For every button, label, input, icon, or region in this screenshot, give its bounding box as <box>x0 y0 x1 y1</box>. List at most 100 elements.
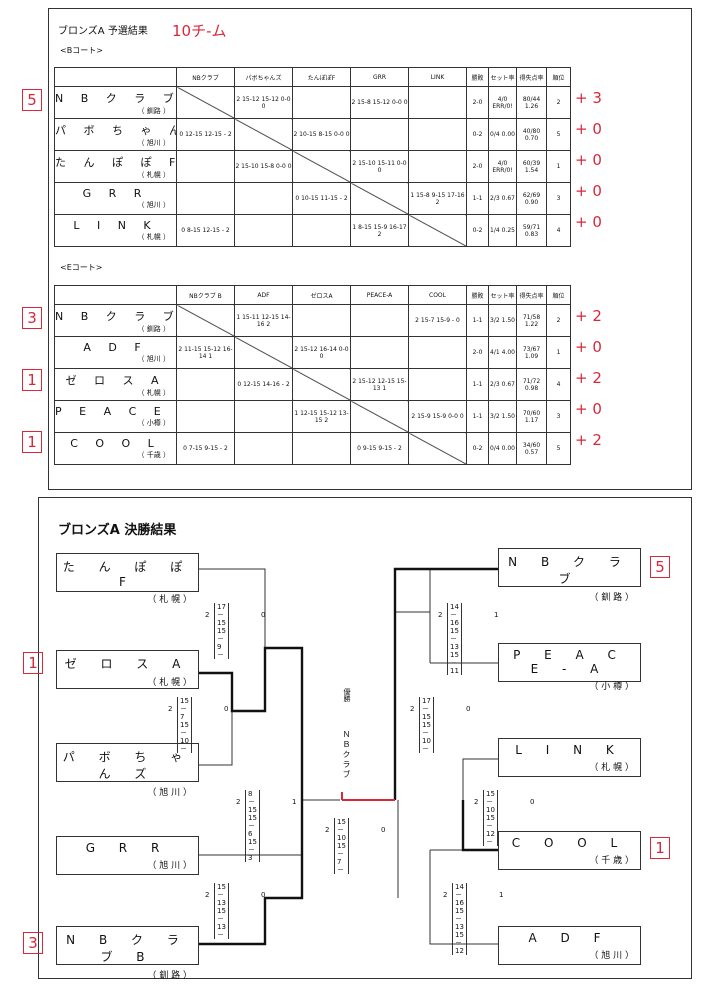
sets-won-left: 2 <box>205 611 210 619</box>
match-score-cell <box>408 150 467 183</box>
sets-won-left: 2 <box>443 891 448 899</box>
set-score: 15－13 <box>455 907 464 931</box>
set-score: 14－16 <box>450 603 459 627</box>
stat-cell: 5 <box>546 118 571 151</box>
team-city: （ 釧路 ） <box>137 106 170 115</box>
team-name: C O O L <box>70 437 161 450</box>
bracket-team-link: L I N K（ 札 幌 ） <box>498 738 641 777</box>
team-name-cell: N B ク ラ ブ（ 釧路 ） <box>54 86 177 119</box>
team-name: パ ボ ち ゃ ん ズ <box>55 123 176 137</box>
set-score: 15－7 <box>337 842 346 866</box>
cell-value: 2 15-8 15-12 0-0 0 <box>351 99 408 106</box>
handwritten-points: + 2 <box>575 307 602 325</box>
stat-cell: 80/44 1.26 <box>516 86 547 119</box>
stat-cell: 2 <box>546 304 571 337</box>
cell-value: 0-2 <box>472 445 483 452</box>
cell-value: 2 15-10 15-11 0-0 0 <box>352 159 407 174</box>
set-score: 8－15 <box>248 790 257 814</box>
stat-cell: 59/71 0.83 <box>516 214 547 247</box>
table-row: パ ボ ち ゃ ん ズ（ 旭川 ）0 12-15 12-15 - 22 10-1… <box>54 118 571 151</box>
cell-value: 60/39 1.54 <box>522 159 541 174</box>
cell-value: 5 <box>556 445 561 452</box>
set-score: 15－3 <box>248 838 257 862</box>
team-name: L I N K <box>73 219 158 232</box>
sets-won-left: 2 <box>325 826 330 834</box>
team-city: （ 小樽 ） <box>137 419 170 427</box>
stat-cell: 62/69 0.90 <box>516 182 547 215</box>
cell-value: 1 12-15 15-12 13-15 2 <box>294 409 349 424</box>
stat-cell: 3/2 1.50 <box>488 304 517 337</box>
stat-cell: 4/0 ERR/0! <box>488 86 517 119</box>
cell-value: 2 15-7 15-9 - 0 <box>415 317 460 324</box>
cell-value: 70/60 1.17 <box>522 409 541 424</box>
cell-value: 2 15-10 15-8 0-0 0 <box>235 163 292 170</box>
match-score-cell: 0 8-15 12-15 - 2 <box>176 214 235 247</box>
bracket-team-tanpopo-f: た ん ぽ ぽ F（ 札 幌 ） <box>56 553 199 605</box>
set-score: － <box>180 745 187 753</box>
cell-value: 4/1 4.00 <box>490 349 515 356</box>
cell-value: 73/67 1.09 <box>522 345 541 360</box>
team-city: （ 札幌 ） <box>137 388 170 397</box>
team-name-cell: た ん ぽ ぽ F（ 札幌 ） <box>54 150 177 183</box>
team-name: ゼ ロ ス A <box>65 373 166 387</box>
mark-box: 1 <box>22 369 42 391</box>
cell-value: 40/80 0.70 <box>522 127 541 142</box>
set-score: 15－13 <box>217 883 226 907</box>
mark-box-zeros-a: 1 <box>23 652 43 674</box>
diagonal-cell <box>292 368 351 401</box>
diagonal-cell <box>408 432 467 465</box>
handwritten-points: + 0 <box>575 120 602 138</box>
table-row: た ん ぽ ぽ F（ 札幌 ） 2 15-10 15-8 0-0 0 2 15-10… <box>54 150 571 183</box>
mark-box: 1 <box>22 431 42 453</box>
cell-value: 0 12-15 12-15 - 2 <box>179 131 232 138</box>
b-court-label: <Bコート> <box>60 46 103 55</box>
cell-value: 0-2 <box>472 131 483 138</box>
match-score-cell: 1 8-15 15-9 16-17 2 <box>350 214 409 247</box>
sets-won-left: 2 <box>474 798 479 806</box>
team-city: （ 千歳 ） <box>137 451 170 459</box>
match-score-cell <box>292 304 351 337</box>
stat-cell: 2 <box>546 86 571 119</box>
cell-value: 34/60 0.57 <box>522 441 541 456</box>
sets-won-right: 0 <box>224 705 229 713</box>
match-score-cell <box>408 368 467 401</box>
mark-box: 5 <box>22 89 42 111</box>
stat-cell: 71/58 1.22 <box>516 304 547 337</box>
team-name: G R R <box>82 187 149 200</box>
set-score: － <box>486 838 493 846</box>
match-score-cell: 2 15-10 15-8 0-0 0 <box>234 150 293 183</box>
diagonal-cell <box>408 214 467 247</box>
set-score: － <box>217 651 224 659</box>
sets-won-right: 0 <box>381 826 386 834</box>
set-score: 15－10 <box>422 721 431 745</box>
stat-cell: 2/3 0.67 <box>488 182 517 215</box>
sets-won-right: 0 <box>530 798 535 806</box>
champion-name: ＮＢクラブ <box>342 730 351 780</box>
sets-won-left: 2 <box>236 798 241 806</box>
team-city: （ 釧路 ） <box>137 324 170 333</box>
cell-value: 0 7-15 9-15 - 2 <box>183 445 228 452</box>
cell-value: 4/0 ERR/0! <box>492 95 513 110</box>
team-name: N B ク ラ ブ <box>55 91 177 105</box>
match-score-cell: 0 12-15 12-15 - 2 <box>176 118 235 151</box>
mark-box-nb-club-b: 3 <box>23 932 43 954</box>
mark-box-nb-club: 5 <box>650 556 670 578</box>
team-city: （ 旭川 ） <box>137 201 170 209</box>
cell-value: 1-1 <box>472 195 483 202</box>
cell-value: 2-0 <box>472 99 483 106</box>
mark-box: 3 <box>22 307 42 329</box>
cell-value: 2 15-12 12-15 15-13 1 <box>352 377 407 392</box>
cell-value: 3/2 1.50 <box>490 317 515 324</box>
set-score: 15－13 <box>217 907 226 931</box>
stat-cell: 3 <box>546 400 571 433</box>
stat-cell: 0/4 0.00 <box>488 432 517 465</box>
final-title: ブロンズA 決勝結果 <box>58 523 177 538</box>
cell-value: 0 10-15 11-15 - 2 <box>295 195 348 202</box>
cell-value: 3 <box>556 195 561 202</box>
